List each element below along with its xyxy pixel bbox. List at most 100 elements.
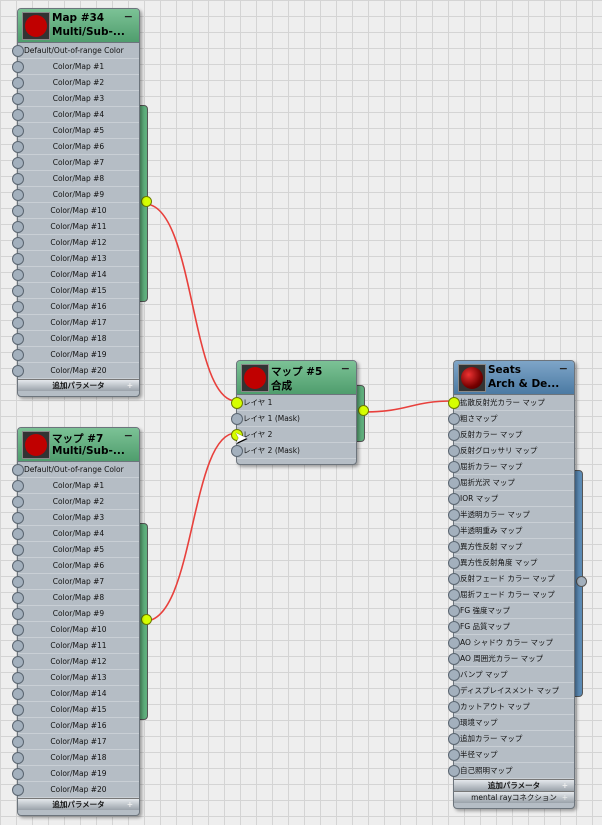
input-port[interactable] <box>12 237 24 249</box>
input-port[interactable] <box>12 205 24 217</box>
input-port[interactable] <box>448 669 460 681</box>
wire-map34-to-layer1[interactable] <box>144 203 237 402</box>
input-port[interactable] <box>231 397 243 409</box>
input-slot[interactable]: Color/Map #8 <box>12 590 139 606</box>
input-slot[interactable]: Color/Map #12 <box>12 235 139 251</box>
input-slot[interactable]: Color/Map #14 <box>12 686 139 702</box>
expand-icon[interactable]: + <box>126 381 133 390</box>
input-slot[interactable]: Color/Map #15 <box>12 283 139 299</box>
input-port[interactable] <box>448 493 460 505</box>
node-map5[interactable]: マップ #5 合成 − レイヤ 1 レイヤ 1 (Mask) レイヤ 2 レイヤ… <box>231 360 357 465</box>
input-port[interactable] <box>448 749 460 761</box>
input-slot[interactable]: レイヤ 2 <box>231 427 356 443</box>
input-port[interactable] <box>12 189 24 201</box>
input-slot[interactable]: 半透明カラー マップ <box>448 507 574 523</box>
input-slot[interactable]: Color/Map #3 <box>12 91 139 107</box>
input-slot[interactable]: Color/Map #9 <box>12 187 139 203</box>
input-port[interactable] <box>12 269 24 281</box>
input-slot[interactable]: FG 強度マップ <box>448 603 574 619</box>
input-port[interactable] <box>448 525 460 537</box>
input-slot[interactable]: Color/Map #7 <box>12 155 139 171</box>
input-port[interactable] <box>12 768 24 780</box>
input-port[interactable] <box>448 589 460 601</box>
input-slot[interactable]: Color/Map #1 <box>12 59 139 75</box>
resize-grip[interactable] <box>18 810 139 815</box>
expand-icon[interactable]: + <box>561 781 568 790</box>
input-port[interactable] <box>448 573 460 585</box>
input-slot[interactable]: カットアウト マップ <box>448 699 574 715</box>
input-slot[interactable]: Color/Map #16 <box>12 299 139 315</box>
input-port[interactable] <box>12 688 24 700</box>
input-port[interactable] <box>231 413 243 425</box>
input-port[interactable] <box>448 541 460 553</box>
input-port[interactable] <box>12 93 24 105</box>
input-port[interactable] <box>12 157 24 169</box>
input-port[interactable] <box>448 461 460 473</box>
output-port[interactable] <box>141 614 152 625</box>
rollout-header[interactable]: 追加パラメータ+ <box>18 798 139 810</box>
input-port[interactable] <box>12 736 24 748</box>
input-port[interactable] <box>12 109 24 121</box>
input-slot[interactable]: Color/Map #10 <box>12 622 139 638</box>
output-port[interactable] <box>576 576 587 587</box>
input-port[interactable] <box>12 592 24 604</box>
input-port[interactable] <box>448 557 460 569</box>
input-port[interactable] <box>12 608 24 620</box>
output-port[interactable] <box>358 405 369 416</box>
input-port[interactable] <box>12 333 24 345</box>
input-slot[interactable]: Color/Map #14 <box>12 267 139 283</box>
input-slot[interactable]: Color/Map #3 <box>12 510 139 526</box>
input-slot[interactable]: Color/Map #7 <box>12 574 139 590</box>
input-slot[interactable]: Color/Map #11 <box>12 219 139 235</box>
expand-icon[interactable]: + <box>561 793 568 802</box>
input-port[interactable] <box>448 637 460 649</box>
input-slot[interactable]: 反射グロッサリ マップ <box>448 443 574 459</box>
input-port[interactable] <box>448 653 460 665</box>
input-slot[interactable]: AO 周囲光カラー マップ <box>448 651 574 667</box>
input-slot[interactable]: 自己照明マップ <box>448 763 574 779</box>
input-port[interactable] <box>12 464 24 476</box>
input-slot[interactable]: Color/Map #5 <box>12 123 139 139</box>
input-slot[interactable]: Color/Map #13 <box>12 670 139 686</box>
input-slot[interactable]: Color/Map #17 <box>12 315 139 331</box>
node-header[interactable]: マップ #5 合成 − <box>237 361 356 395</box>
input-slot[interactable]: Color/Map #16 <box>12 718 139 734</box>
input-slot[interactable]: Color/Map #6 <box>12 558 139 574</box>
input-port[interactable] <box>448 621 460 633</box>
input-port[interactable] <box>448 733 460 745</box>
input-port[interactable] <box>448 605 460 617</box>
input-slot[interactable]: 拡散反射光カラー マップ <box>448 395 574 411</box>
input-port[interactable] <box>12 173 24 185</box>
resize-grip[interactable] <box>454 803 574 808</box>
input-slot[interactable]: Default/Out-of-range Color <box>12 43 139 59</box>
input-port[interactable] <box>12 512 24 524</box>
input-port[interactable] <box>12 253 24 265</box>
input-slot[interactable]: レイヤ 1 <box>231 395 356 411</box>
input-port[interactable] <box>231 429 243 441</box>
input-slot[interactable]: 屈折カラー マップ <box>448 459 574 475</box>
input-slot[interactable]: 反射フェード カラー マップ <box>448 571 574 587</box>
input-slot[interactable]: 異方性反射 マップ <box>448 539 574 555</box>
input-port[interactable] <box>12 752 24 764</box>
minimize-button[interactable]: − <box>123 429 133 442</box>
rollout-header[interactable]: 追加パラメータ+ <box>454 779 574 791</box>
input-slot[interactable]: Color/Map #19 <box>12 347 139 363</box>
rollout-header[interactable]: mental rayコネクション+ <box>454 791 574 803</box>
input-port[interactable] <box>12 528 24 540</box>
input-slot[interactable]: Color/Map #6 <box>12 139 139 155</box>
input-port[interactable] <box>448 685 460 697</box>
input-slot[interactable]: Color/Map #11 <box>12 638 139 654</box>
input-port[interactable] <box>448 509 460 521</box>
input-slot[interactable]: Color/Map #15 <box>12 702 139 718</box>
node-header[interactable]: マップ #7 Multi/Sub-... − <box>18 428 139 462</box>
input-slot[interactable]: Color/Map #5 <box>12 542 139 558</box>
input-slot[interactable]: Color/Map #17 <box>12 734 139 750</box>
minimize-button[interactable]: − <box>340 362 350 375</box>
resize-grip[interactable] <box>18 391 139 396</box>
input-port[interactable] <box>12 624 24 636</box>
input-slot[interactable]: 半透明重み マップ <box>448 523 574 539</box>
output-port[interactable] <box>141 196 152 207</box>
input-slot[interactable]: Color/Map #19 <box>12 766 139 782</box>
input-slot[interactable]: Color/Map #13 <box>12 251 139 267</box>
input-port[interactable] <box>448 477 460 489</box>
